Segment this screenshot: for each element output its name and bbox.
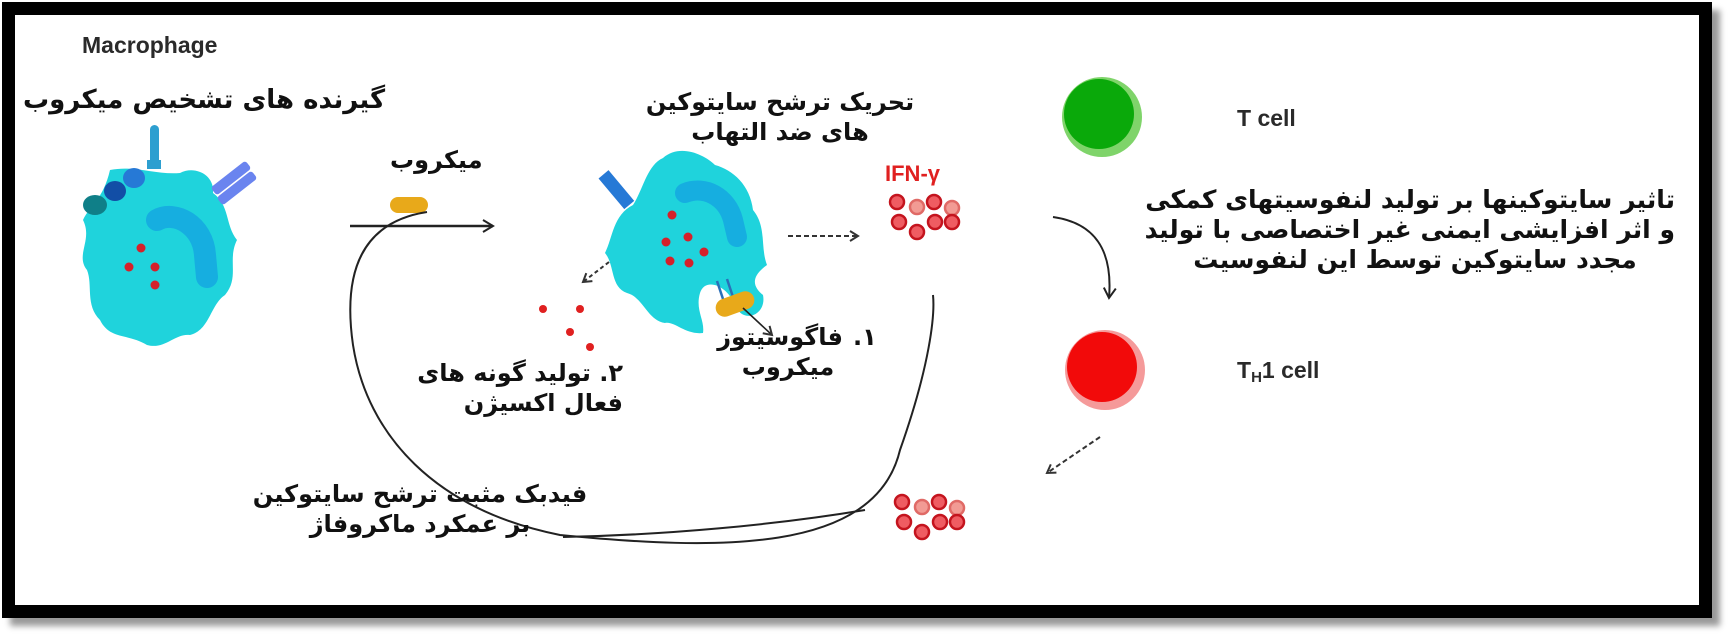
cytokine-dot	[931, 513, 949, 531]
receptor-stalk	[150, 125, 159, 165]
cytokine-dot	[908, 223, 926, 241]
feedback-curve-inner	[562, 509, 866, 538]
cytokine-dot	[908, 198, 926, 216]
stimulation-line-2: های ضد التهاب	[691, 118, 869, 146]
engulfed-microbe	[715, 291, 755, 317]
cytokine-dot	[926, 213, 944, 231]
th1-subscript: H	[1251, 369, 1262, 386]
ros-dots	[539, 305, 594, 351]
th1-cell-label: TH1 cell	[1237, 357, 1319, 386]
activated-macrophage	[598, 150, 767, 334]
cytokine-effect-label: تاثیر سایتوکینها بر تولید لنفوسیتهای کمک…	[1144, 185, 1675, 275]
cytokine-dot	[948, 499, 966, 517]
cytokine-dot	[888, 193, 906, 211]
cytokine-dot	[913, 523, 931, 541]
stimulation-line-1: تحریک ترشح سایتوکین	[645, 88, 915, 116]
cytokine-dot	[895, 513, 913, 531]
ros-label: ۲. تولید گونه های فعال اکسیژن	[393, 358, 623, 418]
th1-prefix: T	[1237, 357, 1252, 383]
effect-line-1: تاثیر سایتوکینها بر تولید لنفوسیتهای کمک…	[1145, 185, 1675, 214]
th1-cytokine-cluster	[893, 493, 966, 541]
t-cell-label: T cell	[1237, 105, 1296, 131]
receptors-label: گیرنده های تشخیص میکروب	[23, 85, 386, 115]
cytokine-dot	[890, 213, 908, 231]
th1-cell-icon	[1065, 330, 1145, 410]
receptor-navy	[104, 181, 126, 201]
t-cell-icon	[1062, 77, 1142, 157]
feedback-curve-outer	[349, 211, 935, 545]
receptor-stalk	[598, 170, 635, 210]
receptor-dimer	[211, 161, 257, 205]
resting-macrophage	[82, 125, 257, 346]
th1-suffix: 1 cell	[1261, 357, 1320, 383]
receptor-teal	[83, 195, 107, 215]
nucleus	[146, 205, 218, 288]
nucleus	[675, 180, 747, 247]
diagram-canvas: Macrophage گیرنده های تشخیص میکروب میکرو…	[15, 15, 1699, 605]
cytokine-dot	[913, 498, 931, 516]
microbe-shape	[390, 197, 428, 213]
ros-line-2: فعال اکسیژن	[463, 389, 623, 417]
microbe-label: میکروب	[390, 146, 483, 174]
macrophage-title: Macrophage	[82, 32, 218, 58]
phagocytosis-label: فاگوسیتوز میکروب	[717, 322, 843, 382]
cytokine-dot	[943, 213, 961, 231]
feedback-line-2: بر عمکرد ماکروفاژ	[309, 510, 531, 538]
diagram-artwork	[82, 77, 1145, 545]
cytokine-dot	[893, 493, 911, 511]
differentiation-arrow	[1052, 216, 1117, 300]
cytokine-dot	[948, 513, 966, 531]
phagocytosis-line-2: میکروب	[741, 353, 835, 381]
feedback-line-1: فیدبک مثبت ترشح سایتوکین	[252, 480, 588, 508]
stimulation-label: تحریک ترشح سایتوکین های ضد التهاب	[615, 87, 945, 147]
effect-line-2: و اثر افزایشی ایمنی غیر اختصاصی با تولید	[1144, 215, 1675, 244]
ros-dashed-arrow	[581, 261, 610, 284]
macrophage-body	[82, 168, 237, 346]
th1-dashed-arrow	[1045, 436, 1101, 475]
ifn-gamma-label: IFN-γ	[885, 161, 940, 186]
phagocytosis-pointer	[742, 307, 774, 337]
cytokine-dot	[925, 193, 943, 211]
phagocytosis-number: ۱.	[853, 323, 877, 351]
receptor-blue	[123, 168, 145, 188]
ros-line-1: ۲. تولید گونه های	[417, 359, 623, 387]
feedback-label: فیدبک مثبت ترشح سایتوکین بر عمکرد ماکروف…	[240, 479, 600, 539]
phagocytosis-line-1: فاگوسیتوز	[717, 323, 843, 351]
diagram-frame: Macrophage گیرنده های تشخیص میکروب میکرو…	[2, 2, 1712, 618]
cytokine-dot	[930, 493, 948, 511]
cytokine-dot	[943, 199, 961, 217]
ifn-cytokine-cluster	[888, 193, 961, 241]
effect-line-3: مجدد سایتوکین توسط این لنفوسیت	[1193, 245, 1637, 274]
